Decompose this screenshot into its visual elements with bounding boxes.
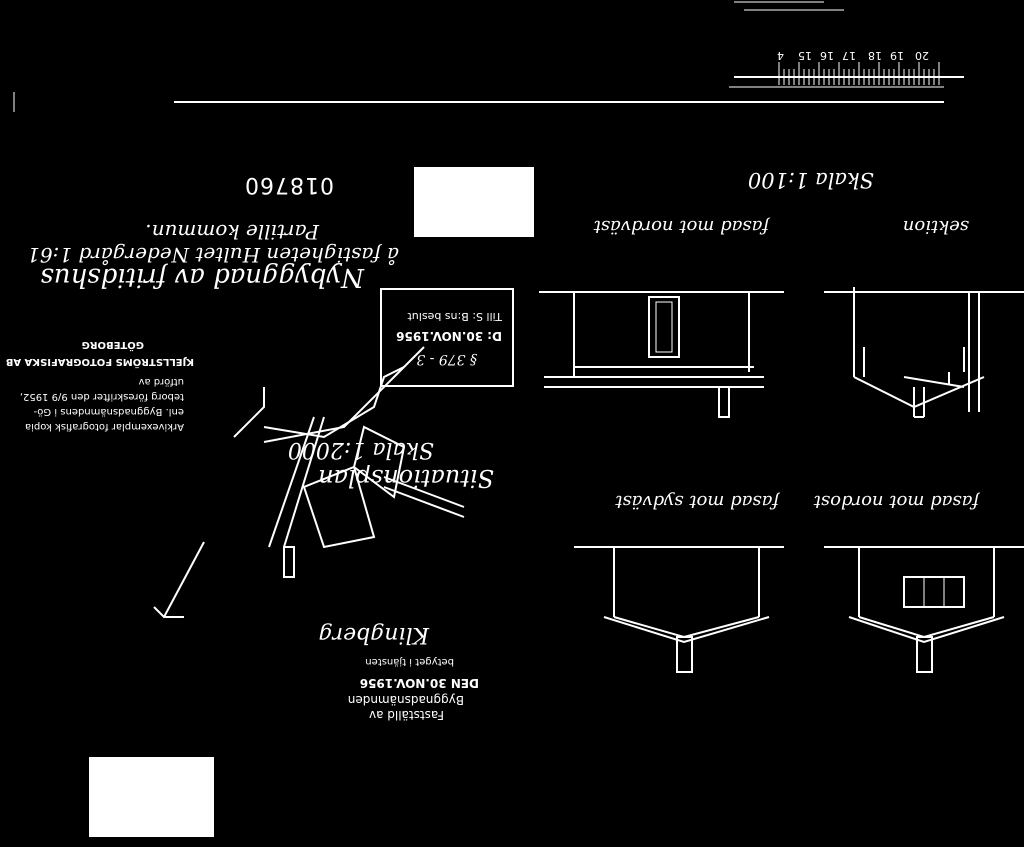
signature: Klingberg: [318, 622, 429, 647]
ruler-number-18: 18: [868, 49, 882, 62]
situation-plan: [153, 346, 465, 618]
situation-plan-scale: Skala 1:2000: [287, 437, 434, 462]
archive-number: 018760: [244, 172, 334, 197]
building-permit-stamp: [414, 167, 534, 237]
section-drawing: [824, 287, 1024, 418]
elevation-northwest: [539, 291, 784, 418]
title-line-3: Partille kommun.: [145, 220, 319, 244]
ruler-number-20: 20: [915, 49, 929, 62]
label-southwest: fasad mot sydväst: [615, 491, 779, 512]
label-section: sektion: [902, 216, 969, 237]
approval-line-1: Fastställd av: [369, 708, 444, 722]
north-arrow-line: [163, 541, 205, 618]
archive-note-1: Arkivexemplar fotografisk kopia: [24, 421, 184, 432]
label-northwest: fasad mot nordväst: [593, 216, 769, 237]
ruler-number-16: 16: [820, 49, 834, 62]
archive-note-4: utförd av: [138, 376, 184, 387]
decision-stamp: Till S: B:ns beslut D: 30.NOV.1956 § 379…: [380, 288, 514, 387]
archive-note-3: teborg föreskrifter den 9/9 1952,: [19, 391, 184, 402]
situation-plan-label: Situationsplan: [318, 464, 494, 492]
ruler-number-17: 17: [842, 49, 856, 62]
approval-date: DEN 30.NOV.1956: [359, 676, 479, 690]
elevation-southwest: [574, 546, 784, 673]
approval-line-2: Byggnadsnämnden: [347, 693, 464, 707]
ruler-ticks: [778, 62, 940, 85]
ruler-number-19: 19: [890, 49, 904, 62]
photographer-name: KJELLSTRÖMS FOTOGRAFISKA AB: [5, 356, 194, 367]
approval-line-4: betyget i tjänsten: [365, 656, 454, 667]
elevation-scale: Skala 1:100: [747, 168, 874, 192]
decision-line-1: Till S: B:ns beslut: [407, 310, 502, 323]
ruler-number-15: 15: [798, 49, 812, 62]
decision-line-2: D: 30.NOV.1956: [396, 329, 502, 343]
photographer-city: GÖTEBORG: [81, 339, 144, 350]
decision-line-3: § 379 - 3: [416, 351, 477, 367]
ruler-number-4: 4: [777, 49, 784, 62]
archive-note-2: enl. Byggnadsnämndens i Gö-: [33, 406, 184, 417]
title-line-2: å fastigheten Hultet Nedergård 1:61: [27, 243, 399, 267]
label-northeast: fasad mot nordost: [813, 491, 979, 512]
archive-stamp: [89, 757, 214, 837]
elevation-northeast: [824, 546, 1024, 673]
